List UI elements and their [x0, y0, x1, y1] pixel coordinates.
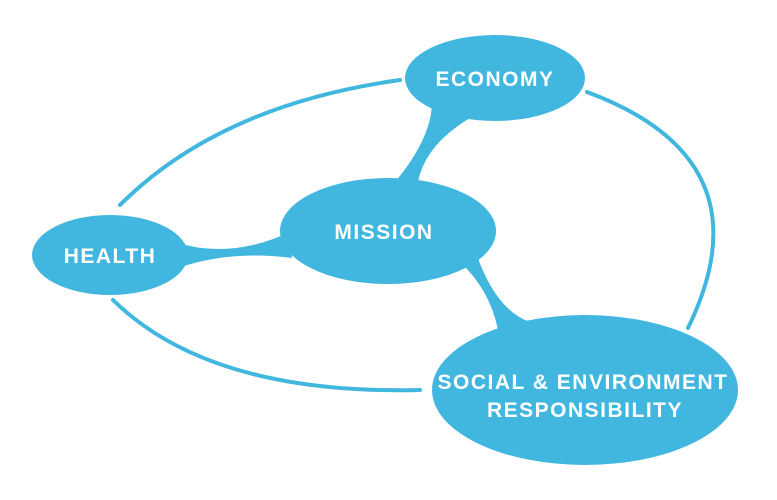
social-label-line2: RESPONSIBILITY: [487, 399, 683, 422]
arc-economy-social: [585, 90, 716, 330]
node-health: HEALTH: [32, 215, 188, 295]
connector-health-mission: [175, 232, 292, 268]
node-social-environment: SOCIAL & ENVIRONMENT RESPONSIBILITY: [432, 315, 738, 465]
arc-health-economy: [118, 78, 402, 207]
connector-mission-social: [460, 250, 530, 330]
node-mission: MISSION: [280, 178, 496, 284]
economy-label: ECONOMY: [435, 68, 554, 91]
mission-label: MISSION: [334, 221, 433, 244]
connector-economy-mission: [395, 105, 470, 182]
health-label: HEALTH: [64, 245, 157, 268]
arc-health-social: [111, 298, 422, 393]
social-label-line1: SOCIAL & ENVIRONMENT: [438, 371, 729, 394]
node-economy: ECONOMY: [405, 35, 585, 121]
